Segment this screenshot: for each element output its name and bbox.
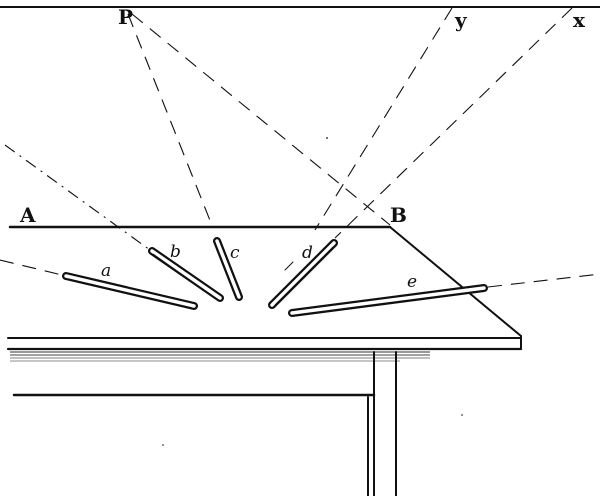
line-left-to-b xyxy=(4,144,151,251)
rod-e xyxy=(288,284,488,317)
label-vanishing-point-x: x xyxy=(573,8,586,32)
label-rod-c: c xyxy=(230,243,240,263)
label-rod-e: e xyxy=(407,272,417,292)
construction-lines xyxy=(0,7,600,288)
label-vanishing-point-p: P xyxy=(118,5,133,29)
rod-b xyxy=(148,247,224,302)
label-rod-d: d xyxy=(302,243,313,263)
line-y-to-d xyxy=(314,7,453,231)
line-d-tick xyxy=(284,261,294,271)
rod-c xyxy=(213,237,243,301)
line-p-to-b xyxy=(131,13,391,226)
line-x-to-d xyxy=(334,7,573,239)
rod-d xyxy=(268,239,338,309)
label-rod-b: b xyxy=(170,242,181,262)
line-left-to-a xyxy=(0,259,63,276)
label-rod-a: a xyxy=(101,261,111,281)
label-edge-b: B xyxy=(390,203,407,227)
table xyxy=(6,225,523,496)
table-edge-right xyxy=(389,226,522,337)
label-vanishing-point-y: y xyxy=(454,8,468,32)
line-p-to-c xyxy=(127,13,214,229)
rods xyxy=(62,237,488,317)
label-edge-a: A xyxy=(19,203,36,227)
stray-dot-2 xyxy=(162,444,164,446)
stray-dot xyxy=(326,137,328,139)
rod-a xyxy=(62,272,198,310)
stray-dot-3 xyxy=(461,414,463,416)
line-e-to-right xyxy=(487,273,600,288)
